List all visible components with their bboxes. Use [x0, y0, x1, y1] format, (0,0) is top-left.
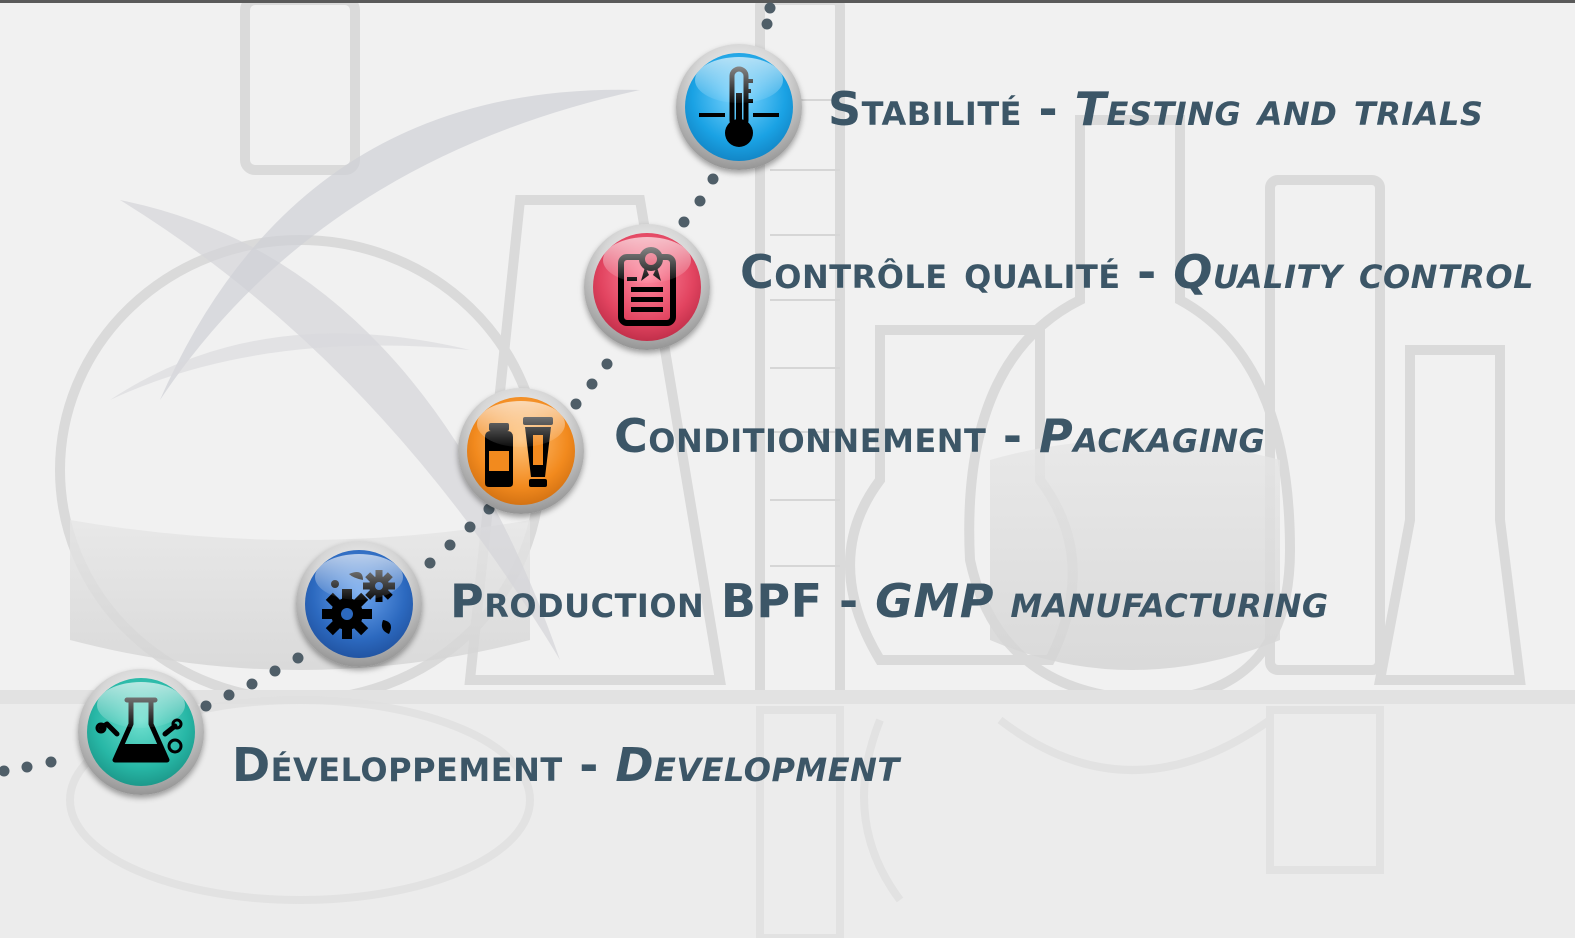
quality-control-badge	[584, 224, 710, 350]
gears-icon	[322, 570, 395, 639]
step-fr: Contrôle qualité	[740, 245, 1121, 299]
development-badge	[78, 669, 204, 795]
step-label-packaging: Conditionnement - Packaging	[614, 409, 1265, 463]
step-separator: -	[562, 738, 616, 792]
step-en: GMP manufacturing	[875, 574, 1329, 628]
flask-icon	[95, 697, 183, 763]
stability-badge	[676, 44, 802, 170]
step-en: Quality control	[1173, 245, 1535, 299]
step-separator: -	[1120, 245, 1174, 299]
step-label-development: Développement - Development	[232, 738, 900, 792]
certificate-clipboard-icon	[618, 247, 676, 326]
step-fr: Stabilité	[828, 82, 1023, 136]
step-label-production: Production BPF - GMP manufacturing	[450, 574, 1329, 628]
step-separator: -	[986, 409, 1040, 463]
step-fr: Développement	[232, 738, 563, 792]
step-en: Testing and trials	[1074, 82, 1484, 136]
packaging-badge	[458, 388, 584, 514]
step-fr: Production BPF	[450, 574, 823, 628]
step-label-stability: Stabilité - Testing and trials	[828, 82, 1483, 136]
step-en: Packaging	[1039, 409, 1266, 463]
bottle-tube-icon	[485, 417, 553, 487]
step-separator: -	[822, 574, 876, 628]
production-badge	[296, 541, 422, 667]
top-border	[0, 0, 1575, 3]
step-separator: -	[1022, 82, 1075, 136]
step-label-quality-control: Contrôle qualité - Quality control	[740, 245, 1534, 299]
thermometer-icon	[699, 66, 779, 147]
step-fr: Conditionnement	[614, 409, 987, 463]
step-en: Development	[615, 738, 900, 792]
